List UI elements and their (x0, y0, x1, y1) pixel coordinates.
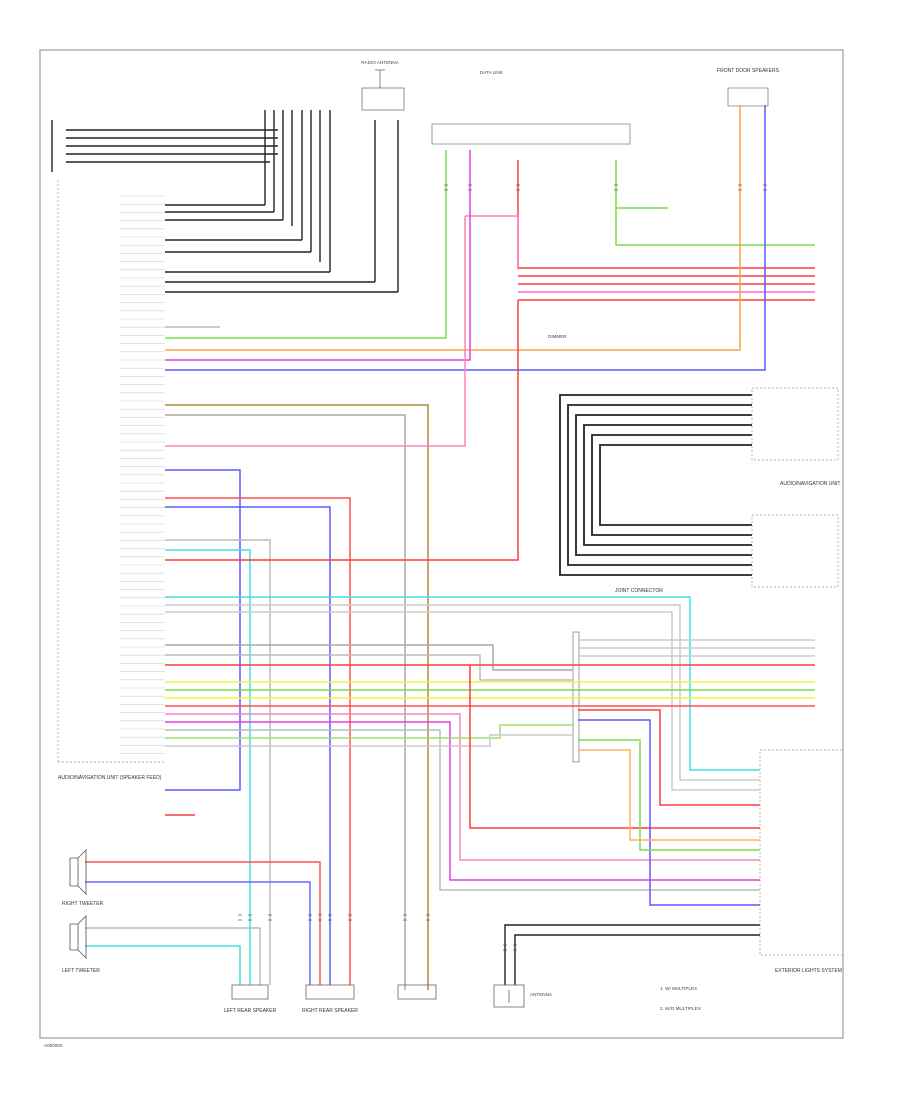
label-left-panel-bottom: AUDIO/NAVIGATION UNIT (SPEAKER FEED) (58, 775, 162, 781)
left-door-speaker-symbol (397, 984, 437, 1000)
right-tweeter-symbol (69, 849, 87, 895)
left-connector-pins (120, 195, 165, 754)
top-center-connector (431, 123, 631, 145)
wire-green-top (615, 160, 815, 246)
wire-gray-mid2 (165, 539, 271, 985)
wire-magenta-long (165, 150, 471, 361)
wire-pink-top (465, 215, 519, 268)
right-top-connector (751, 387, 839, 461)
label-right-rear-speaker: RIGHT REAR SPEAKER (302, 1008, 358, 1014)
label-mid-3: DIMMER (548, 334, 567, 339)
wire-red-mid (165, 497, 351, 985)
diagram-frame (39, 49, 844, 1039)
wire-red-low4 (578, 709, 760, 806)
wire-magenta-low (165, 721, 760, 881)
wire-green-low3 (578, 739, 760, 851)
wire-blue-mid2 (165, 506, 331, 985)
label-mid-2: DATA LINK (480, 70, 504, 75)
right-top-harness (559, 394, 752, 576)
wire-orange-long (165, 105, 741, 351)
right-rear-speaker-symbol (305, 984, 355, 1000)
wire-gray-low5 (165, 729, 760, 891)
wire-pink-mid (165, 216, 466, 447)
wire-blue-low (578, 719, 760, 906)
wire-cyan-mid (165, 549, 251, 985)
right-speaker-connector (759, 749, 844, 956)
wire-blue-long (165, 105, 766, 371)
antenna-module (361, 87, 405, 111)
wire-red-tweeter (85, 861, 321, 985)
wire-brown (165, 404, 429, 990)
label-right-panel-top: AUDIO/NAVIGATION UNIT (780, 481, 840, 487)
wire-markers (238, 184, 767, 951)
wire-green-low2 (165, 724, 573, 739)
wire-blue-mid (165, 469, 241, 791)
label-mid-1: ANTENNA (530, 992, 553, 997)
wire-pink-low (165, 713, 760, 861)
wire-blue-tweeter (85, 881, 311, 985)
top-left-harness (51, 110, 399, 293)
bottom-black-harness (504, 924, 760, 985)
wire-gray-mid (165, 414, 406, 990)
wire-red-mid2 (165, 300, 519, 561)
wire-gray-low2 (165, 611, 760, 791)
top-right-module (727, 87, 769, 107)
wire-gray-low6 (165, 734, 573, 747)
wire-orange-low (578, 749, 760, 841)
left-rear-speaker-symbol (231, 984, 269, 1000)
antenna-symbol (375, 69, 385, 88)
label-joint-connector: JOINT CONNECTOR (615, 588, 663, 594)
legend-line-1: 1. W/ MULTIPLEX (660, 986, 697, 991)
wire-cyan-low (165, 596, 760, 771)
wire-red-low3 (469, 665, 760, 829)
wire-gray-tweeter (85, 927, 261, 985)
wire-green-long (165, 150, 447, 339)
right-mid-connector (751, 514, 839, 588)
wire-gray-low4 (165, 654, 573, 681)
left-tweeter-symbol (69, 915, 87, 959)
footer-code: A000000 (44, 1043, 63, 1048)
wire-gray-low1 (165, 604, 760, 781)
colored-wires (85, 105, 815, 990)
label-left-tweeter: LEFT TWEETER (62, 968, 100, 974)
wire-red-1 (517, 160, 815, 269)
wire-cyan-tweeter (85, 945, 241, 985)
label-right-panel-bottom: EXTERIOR LIGHTS SYSTEM (775, 968, 842, 974)
label-antenna: RADIO ANTENNA (361, 60, 399, 65)
legend-line-2: 2. W/O MULTIPLEX (660, 1006, 701, 1011)
antenna-bottom-symbol (493, 984, 525, 1008)
label-left-rear-speaker: LEFT REAR SPEAKER (224, 1008, 277, 1014)
label-top-right-connector: FRONT DOOR SPEAKERS (717, 68, 780, 74)
left-connector-block (57, 180, 165, 763)
label-right-tweeter: RIGHT TWEETER (62, 901, 104, 907)
wire-gray-low3 (165, 644, 573, 671)
joint-connector (572, 631, 580, 763)
